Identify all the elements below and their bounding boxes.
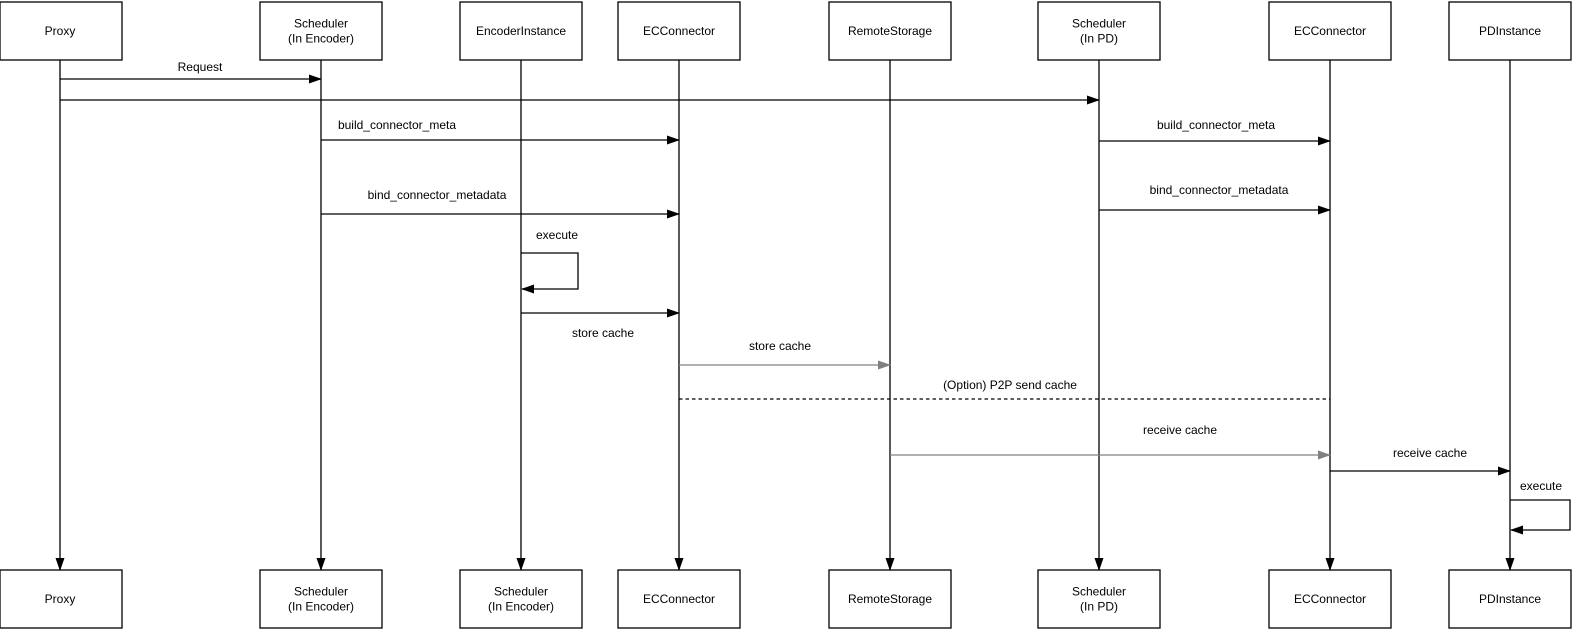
message-label-request: Request: [178, 60, 223, 74]
actor-label-bottom-remote-storage: RemoteStorage: [848, 592, 932, 606]
actor-box-top-ec-connector-pd: [1268, 1, 1392, 61]
message-execute-pd-self: [1510, 499, 1571, 535]
actor-box-top-remote-storage: [828, 1, 952, 61]
actor-box-bottom-scheduler-pd: [1037, 569, 1161, 629]
actor-label-bottom-proxy: Proxy: [45, 592, 76, 606]
actor-box-bottom-remote-storage: [828, 569, 952, 629]
actor-label-top-ec-connector-pd: ECConnector: [1294, 24, 1366, 38]
actor-label-bottom-pd-instance: PDInstance: [1479, 592, 1541, 606]
message-execute-encoder-self: [521, 252, 579, 294]
actor-label-top-encoder-instance: EncoderInstance: [476, 24, 566, 38]
actor-box-top-proxy: [0, 1, 123, 61]
message-label-build-connector-meta-pd: build_connector_meta: [1157, 118, 1275, 132]
actor-box-top-ec-connector-encoder: [617, 1, 741, 61]
message-label-receive-cache-ec-to-pd: receive cache: [1393, 446, 1467, 460]
message-label-p2p-send-cache-option: (Option) P2P send cache: [943, 378, 1077, 392]
actor-label-bottom-scheduler-encoder: Scheduler(In Encoder): [288, 585, 354, 614]
message-label-store-cache-encoder-to-ec: store cache: [572, 326, 634, 340]
actor-label-top-ec-connector-encoder: ECConnector: [643, 24, 715, 38]
actor-box-top-pd-instance: [1448, 1, 1572, 61]
actor-label-top-remote-storage: RemoteStorage: [848, 24, 932, 38]
message-label-execute-encoder-self: execute: [536, 228, 578, 242]
actor-box-bottom-pd-instance: [1448, 569, 1572, 629]
actor-label-bottom-ec-connector-pd: ECConnector: [1294, 592, 1366, 606]
actor-box-top-scheduler-pd: [1037, 1, 1161, 61]
actor-label-bottom-ec-connector-encoder: ECConnector: [643, 592, 715, 606]
actor-box-bottom-proxy: [0, 569, 123, 629]
message-label-receive-cache-remote-to-ec: receive cache: [1143, 423, 1217, 437]
actor-box-bottom-ec-connector-pd: [1268, 569, 1392, 629]
actor-box-bottom-encoder-instance: [459, 569, 583, 629]
actor-label-top-scheduler-pd: Scheduler(In PD): [1072, 17, 1126, 46]
actor-label-top-proxy: Proxy: [45, 24, 76, 38]
message-label-execute-pd-self: execute: [1520, 479, 1562, 493]
actor-label-bottom-encoder-instance: Scheduler(In Encoder): [488, 585, 554, 614]
message-label-bind-connector-metadata-encoder: bind_connector_metadata: [368, 188, 507, 202]
message-label-store-cache-ec-to-remote: store cache: [749, 339, 811, 353]
actor-label-bottom-scheduler-pd: Scheduler(In PD): [1072, 585, 1126, 614]
message-label-bind-connector-metadata-pd: bind_connector_metadata: [1150, 183, 1289, 197]
actor-label-top-scheduler-encoder: Scheduler(In Encoder): [288, 17, 354, 46]
actor-box-bottom-scheduler-encoder: [259, 569, 383, 629]
message-label-build-connector-meta-encoder: build_connector_meta: [338, 118, 456, 132]
actor-box-top-scheduler-encoder: [259, 1, 383, 61]
actor-label-top-pd-instance: PDInstance: [1479, 24, 1541, 38]
